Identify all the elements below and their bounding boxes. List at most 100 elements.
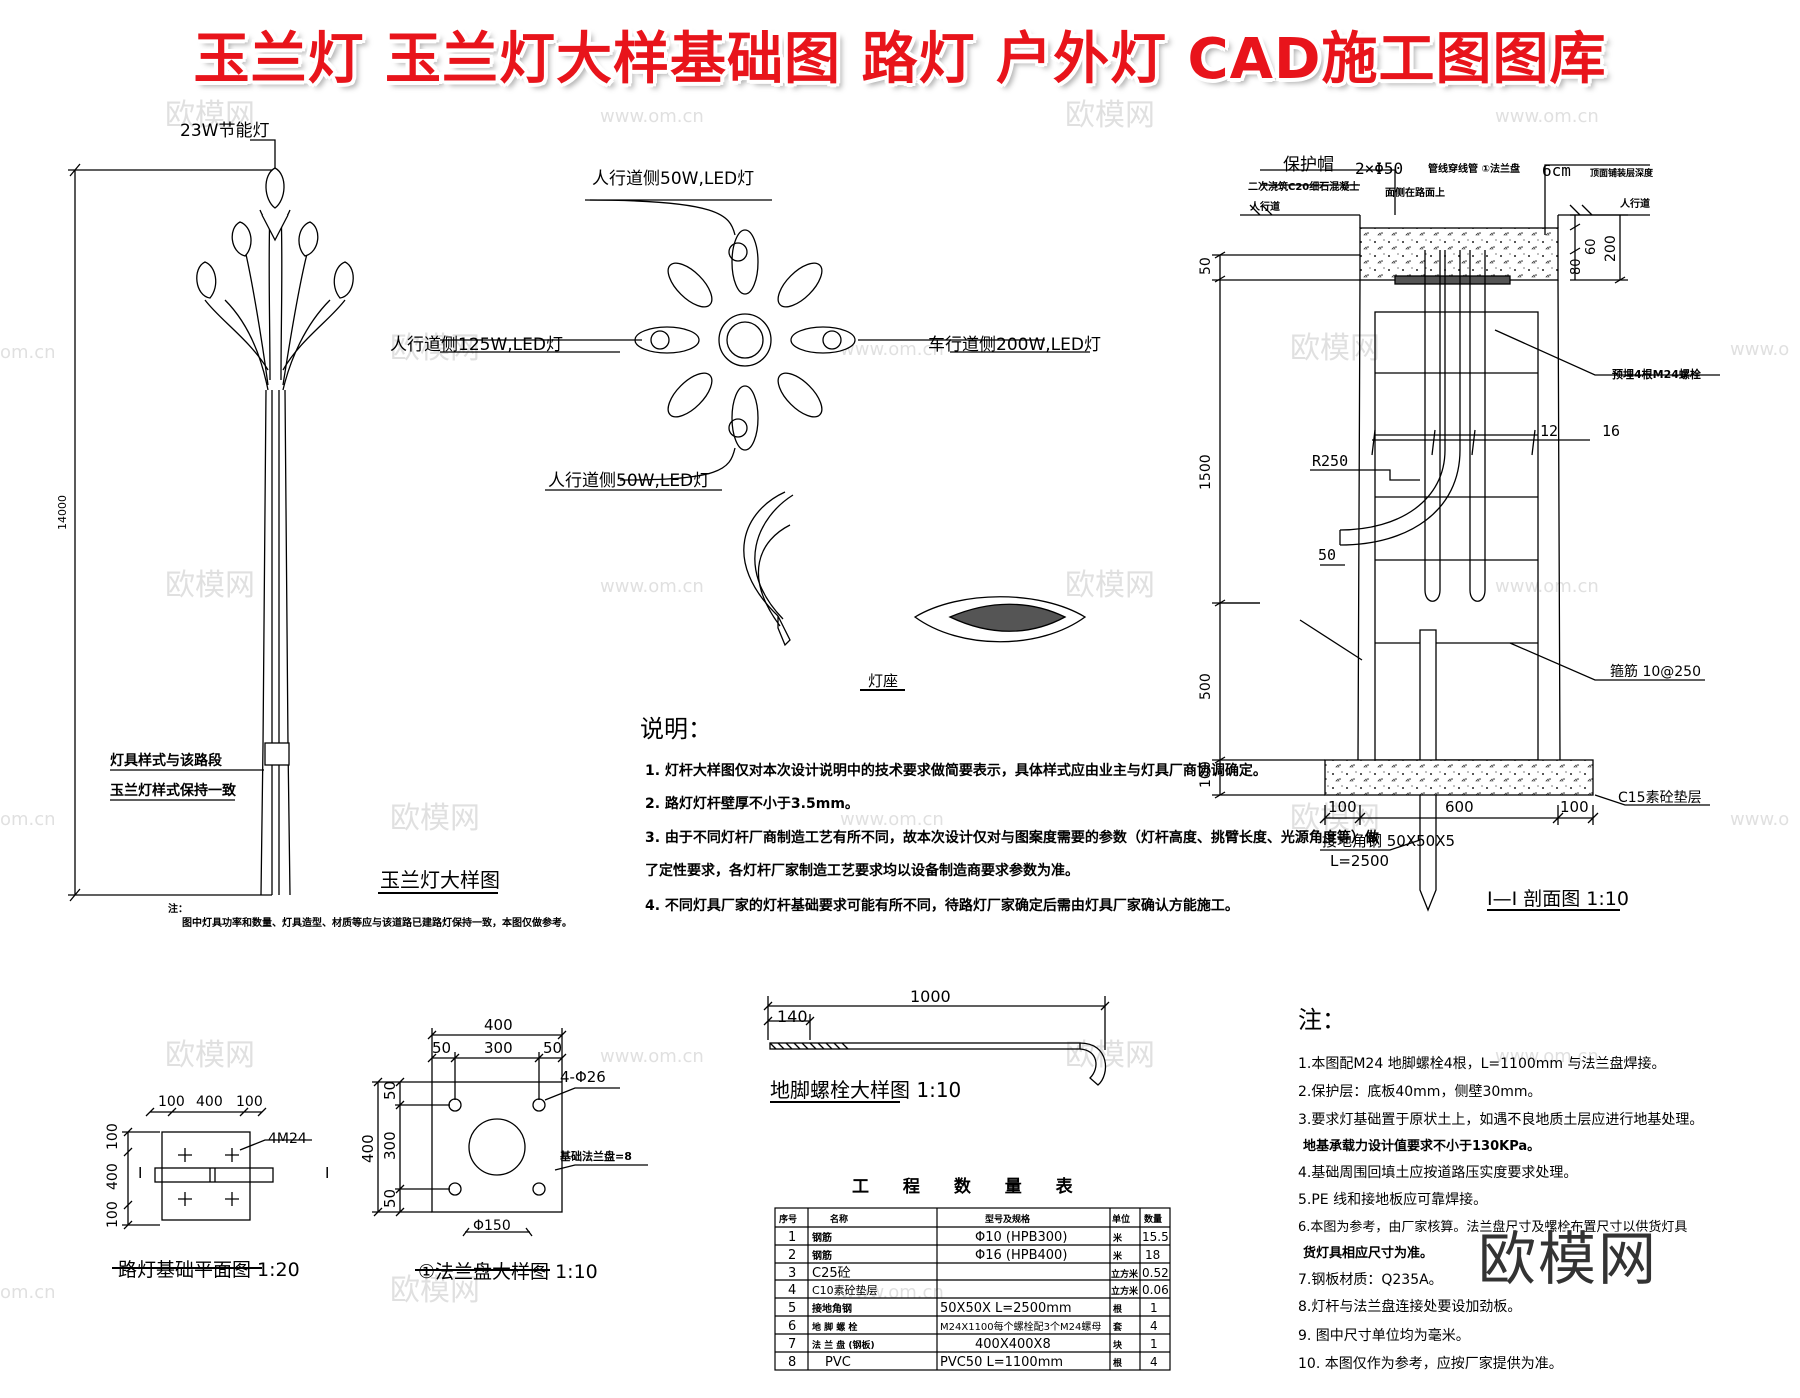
table-cell: M24X1100每个螺栓配3个M24螺母 — [940, 1320, 1101, 1333]
watermark-partial: www.o — [1730, 339, 1789, 360]
watermark-site: www.om.cn — [1495, 576, 1599, 597]
right-note-item: 9. 图中尺寸单位均为毫米。 — [1298, 1327, 1470, 1344]
table-row: 4 C10素砼垫层 立方米 0.06 — [788, 1283, 1169, 1298]
notes-item: 3. 由于不同灯杆厂商制造工艺有所不同，故本次设计仅对与图案度需要的参数（灯杆高… — [645, 829, 1380, 846]
flange-vdim-400: 400 — [359, 1134, 377, 1163]
flange-labels: 400 50 300 50 4-Φ26 基础法兰盘=8 50 300 50 40… — [359, 1016, 632, 1283]
table-cell: 0.06 — [1142, 1283, 1169, 1297]
table-cell: 4 — [788, 1283, 796, 1298]
table-cell: 2 — [788, 1248, 796, 1263]
table-cell: 钢筋 — [812, 1231, 832, 1244]
table-cell: 地 脚 螺 栓 — [812, 1321, 857, 1333]
section-walk-left: 人行道 — [1250, 200, 1280, 213]
lamp-seat-label: 灯座 — [868, 672, 898, 690]
table-header-cell: 数量 — [1144, 1213, 1162, 1225]
watermark-site: www.om.cn — [840, 809, 944, 830]
flange-detail-view — [372, 1028, 648, 1271]
right-note-item: 4.基础周围回填土应按道路压实度要求处理。 — [1298, 1164, 1577, 1181]
right-note-item: 8.灯杆与法兰盘连接处要设加劲板。 — [1298, 1298, 1521, 1315]
notes-title: 说明： — [640, 715, 712, 743]
right-notes-title: 注： — [1298, 1006, 1346, 1034]
notes-list: 1. 灯杆大样图仅对本次设计说明中的技术要求做简要表示，具体样式应由业主与灯具厂… — [645, 762, 1380, 914]
table-cell: 7 — [788, 1337, 796, 1352]
flange-holes-label: 4-Φ26 — [560, 1068, 606, 1086]
section-bolt-label: 预埋4根M24螺栓 — [1612, 367, 1701, 381]
table-row: 8 PVC PVC50 L=1100mm 根 4 — [788, 1355, 1158, 1370]
flange-vdim-300: 300 — [381, 1131, 399, 1160]
flange-drawing-title: ①法兰盘大样图 1:10 — [418, 1261, 598, 1283]
brand-logo: 欧模网 — [1478, 1225, 1659, 1293]
table-cell: 套 — [1113, 1321, 1123, 1333]
plan-label-bottom: 人行道侧50W,LED灯 — [548, 471, 710, 491]
table-cell: 4 — [1150, 1319, 1158, 1333]
table-cell: 接地角钢 — [812, 1302, 852, 1315]
right-note-item: 1.本图配M24 地脚螺栓4根，L=1100mm 与法兰盘焊接。 — [1298, 1055, 1666, 1072]
foundation-cage — [1374, 311, 1539, 761]
watermark-brand: 欧模网 — [165, 568, 255, 603]
section-radius-label: R250 — [1312, 452, 1348, 470]
section-angle-length: L=2500 — [1330, 852, 1389, 870]
section-rebar-note: 管线穿线管 ①法兰盘 — [1428, 162, 1520, 175]
pole-note-head: 注： — [168, 902, 188, 915]
section-base-100-left: 100 — [1328, 798, 1357, 816]
foundation-plan-labels: 100 400 100 4M24 100 400 100 I I 路灯基础平面图… — [105, 1094, 329, 1281]
foundation-plan-view — [112, 1107, 312, 1269]
table-cell: 3 — [788, 1266, 796, 1281]
fplan-dim-100-a: 100 — [158, 1094, 185, 1110]
section-stirrup-label: 箍筋 10@250 — [1610, 663, 1701, 680]
page-title: 玉兰灯 玉兰灯大样基础图 路灯 户外灯 CAD施工图图库 — [193, 27, 1607, 92]
section-dim-500: 500 — [1198, 673, 1214, 700]
right-notes-list: 1.本图配M24 地脚螺栓4根，L=1100mm 与法兰盘焊接。 2.保护层：底… — [1298, 1055, 1703, 1372]
section-dim-60: 60 — [1584, 238, 1599, 255]
right-note-item: 10. 本图仅作为参考，应按厂家提供为准。 — [1298, 1355, 1563, 1372]
watermark-brand: 欧模网 — [1065, 568, 1155, 603]
table-cell: 米 — [1112, 1250, 1123, 1262]
table-cell: 钢筋 — [812, 1249, 832, 1262]
table-cell: 根 — [1113, 1303, 1123, 1315]
section-angle-label: 接地角钢 50X50X5 — [1322, 832, 1455, 850]
table-row: 5 接地角钢 50X50X L=2500mm 根 1 — [788, 1301, 1158, 1316]
notes-item: 1. 灯杆大样图仅对本次设计说明中的技术要求做简要表示，具体样式应由业主与灯具厂… — [645, 762, 1267, 779]
flange-center-hole — [468, 1118, 526, 1176]
pole-flange-joint — [264, 742, 290, 766]
table-cell: C10素砼垫层 — [812, 1283, 878, 1297]
table-row: 2 钢筋 Φ16 (HPB400) 米 18 — [788, 1248, 1160, 1263]
height-dimension-value: 14000 — [56, 495, 69, 530]
flange-vdim-50-a: 50 — [381, 1081, 399, 1100]
flange-dim-300: 300 — [484, 1039, 513, 1057]
c15-base-slab — [1324, 759, 1594, 796]
lamp-hub — [718, 313, 772, 367]
section-dim-6cm-note: 顶面铺装层深度 — [1590, 167, 1654, 179]
table-cell: 米 — [1112, 1232, 1123, 1244]
table-cell: PVC — [825, 1355, 851, 1370]
lamp-plan-view — [440, 199, 1090, 491]
table-cell: 1 — [788, 1230, 796, 1245]
right-note-item: 货灯具相应尺寸为准。 — [1303, 1245, 1433, 1261]
table-header-cell: 单位 — [1112, 1213, 1130, 1225]
table-cell: 50X50X L=2500mm — [940, 1301, 1072, 1316]
table-cell: 1 — [1150, 1301, 1158, 1315]
watermark-site: www.om.cn — [600, 106, 704, 127]
anchor-labels: 1000 140 地脚螺栓大样图 1:10 — [770, 987, 961, 1102]
table-cell: Φ10 (HPB300) — [975, 1230, 1067, 1245]
section-cap-label: 保护帽 — [1283, 155, 1334, 175]
right-note-item: 5.PE 线和接地板应可靠焊接。 — [1298, 1191, 1487, 1208]
anchor-dim-1000: 1000 — [910, 987, 951, 1006]
flange-thickness-label: 基础法兰盘=8 — [559, 1149, 632, 1163]
section-rebar-top: 2×Φ50 — [1355, 159, 1403, 178]
table-cell: 18 — [1145, 1248, 1160, 1262]
watermark-site: www.om.cn — [1495, 106, 1599, 127]
fplan-bolts-label: 4M24 — [268, 1131, 307, 1147]
flange-dim-50-a: 50 — [432, 1039, 451, 1057]
right-note-item: 地基承载力设计值要求不小于130KPa。 — [1303, 1138, 1540, 1154]
section-dim-12: 12 — [1540, 422, 1558, 440]
right-note-item: 3.要求灯基础置于原状土上，如遇不良地质土层应进行地基处理。 — [1298, 1111, 1703, 1128]
table-cell: 4 — [1150, 1355, 1158, 1369]
plan-label-top: 人行道侧50W,LED灯 — [592, 169, 754, 189]
watermark-partial: om.cn — [0, 809, 56, 830]
notes-item: 了定性要求，各灯杆厂家制造工艺要求均以设备制造商要求参数为准。 — [645, 862, 1079, 879]
table-cell: 15.5 — [1142, 1230, 1169, 1244]
table-cell: 根 — [1113, 1357, 1123, 1369]
watermark-partial: om.cn — [0, 1282, 56, 1303]
